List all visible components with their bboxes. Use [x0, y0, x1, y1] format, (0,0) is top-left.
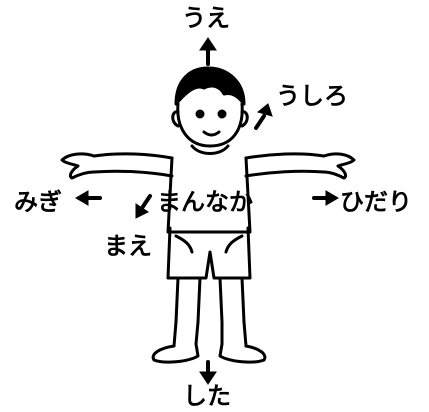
right-shoe	[218, 342, 267, 364]
label-center: まんなか	[157, 188, 253, 216]
left-shoe	[151, 342, 200, 364]
collar	[190, 144, 230, 155]
shorts	[166, 226, 252, 280]
front-arrow-icon	[140, 194, 152, 210]
back-arrow-icon	[254, 114, 266, 130]
left-arm	[92, 152, 174, 160]
label-back: うしろ	[276, 82, 348, 110]
arrows	[75, 37, 339, 385]
right-eye	[217, 109, 227, 119]
label-front: まえ	[104, 232, 152, 260]
left-sock	[172, 320, 200, 348]
back-arrowhead	[256, 103, 273, 117]
down-arrowhead	[199, 371, 217, 385]
mouth	[202, 130, 221, 137]
head	[176, 102, 244, 148]
hidari-arrowhead	[325, 190, 339, 206]
left-leg	[174, 276, 202, 324]
label-hidari: ひだり	[340, 188, 412, 216]
hair	[174, 66, 246, 106]
migi-arrowhead	[75, 190, 89, 206]
left-pocket	[174, 234, 194, 254]
up-arrowhead	[199, 37, 217, 51]
label-down: した	[183, 382, 231, 410]
right-arm	[244, 152, 326, 160]
right-arm-under	[244, 169, 326, 178]
left-arm-under	[92, 169, 174, 178]
right-ear	[240, 110, 249, 128]
right-hand	[322, 152, 356, 180]
left-eye	[195, 109, 205, 119]
right-leg	[218, 276, 246, 324]
label-migi: みぎ	[14, 188, 62, 216]
shirt	[166, 156, 252, 234]
right-pocket	[224, 234, 244, 254]
left-ear	[171, 110, 180, 128]
front-arrowhead	[135, 203, 149, 219]
label-up: うえ	[182, 4, 230, 32]
right-sock	[220, 320, 248, 348]
left-hand	[60, 152, 96, 180]
